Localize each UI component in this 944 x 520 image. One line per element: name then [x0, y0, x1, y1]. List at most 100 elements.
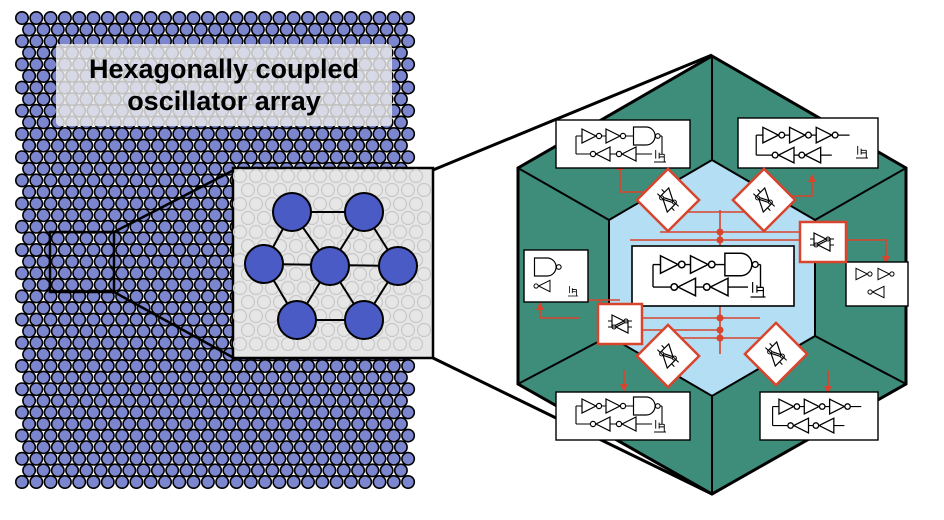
- oscillator-node: [100, 358, 115, 373]
- oscillator-node: [379, 416, 394, 431]
- oscillator-node: [29, 57, 44, 72]
- oscillator-node: [193, 254, 208, 269]
- oscillator-node: [43, 312, 58, 327]
- wire-junction: [716, 228, 724, 236]
- oscillator-node: [222, 393, 237, 408]
- inset-ring: [368, 238, 384, 254]
- oscillator-node: [22, 185, 37, 200]
- oscillator-node: [243, 474, 258, 489]
- oscillator-node: [150, 416, 165, 431]
- oscillator-node: [329, 150, 344, 165]
- oscillator-node: [365, 416, 380, 431]
- oscillator-node: [29, 451, 44, 466]
- oscillator-node: [86, 173, 101, 188]
- oscillator-node: [158, 11, 173, 25]
- oscillator-node: [172, 289, 187, 304]
- oscillator-node: [179, 22, 194, 37]
- oscillator-node: [86, 474, 101, 489]
- wire-junction: [716, 236, 724, 244]
- oscillator-node: [215, 474, 230, 489]
- oscillator-node: [200, 11, 215, 25]
- oscillator-node: [222, 416, 237, 431]
- oscillator-node: [93, 208, 108, 223]
- oscillator-node: [179, 416, 194, 431]
- oscillator-node: [43, 405, 58, 420]
- oscillator-node: [115, 150, 130, 165]
- oscillator-node: [158, 289, 173, 304]
- oscillator-node: [250, 440, 265, 455]
- oscillator-node: [115, 405, 130, 420]
- oscillator-node: [29, 196, 44, 211]
- oscillator-node: [343, 451, 358, 466]
- inset-ring: [256, 210, 272, 226]
- oscillator-node: [215, 289, 230, 304]
- inset-ring: [232, 280, 248, 296]
- oscillator-node: [108, 300, 123, 315]
- oscillator-node: [143, 451, 158, 466]
- ring-oscillator-top-left: [555, 119, 691, 169]
- zoom-line-bottom: [113, 290, 235, 360]
- oscillator-node: [386, 382, 401, 397]
- oscillator-node: [172, 405, 187, 420]
- oscillator-node: [29, 34, 44, 49]
- oscillator-node: [372, 382, 387, 397]
- title-line-1: Hexagonally coupled: [88, 54, 360, 84]
- oscillator-node: [393, 92, 408, 107]
- oscillator-node: [165, 463, 180, 478]
- oscillator-node: [293, 370, 308, 385]
- oscillator-node: [129, 358, 144, 373]
- inset-ring: [328, 168, 344, 184]
- oscillator-node: [36, 115, 51, 130]
- oscillator-node: [15, 405, 29, 420]
- oscillator-node: [365, 370, 380, 385]
- oscillator-node: [200, 289, 215, 304]
- oscillator-node: [93, 463, 108, 478]
- oscillator-node: [279, 416, 294, 431]
- oscillator-node: [93, 347, 108, 362]
- oscillator-node: [208, 208, 223, 223]
- oscillator-node: [250, 370, 265, 385]
- oscillator-node: [265, 393, 280, 408]
- inset-ring: [376, 336, 392, 352]
- oscillator-node: [50, 324, 65, 339]
- oscillator-node: [86, 266, 101, 281]
- oscillator-node: [343, 150, 358, 165]
- arrow-head: [808, 174, 816, 182]
- oscillator-node: [200, 196, 215, 211]
- oscillator-node: [172, 150, 187, 165]
- oscillator-node: [208, 254, 223, 269]
- oscillator-node: [100, 173, 115, 188]
- oscillator-node: [200, 312, 215, 327]
- oscillator-node: [172, 335, 187, 350]
- oscillator-node: [86, 289, 101, 304]
- oscillator-node: [401, 382, 416, 397]
- oscillator-node: [215, 127, 230, 142]
- zoom-line-top: [113, 168, 235, 234]
- oscillator-node: [243, 11, 258, 25]
- oscillator-node: [15, 34, 29, 49]
- oscillator-node: [50, 277, 65, 292]
- oscillator-node: [336, 463, 351, 478]
- oscillator-node: [172, 382, 187, 397]
- oscillator-node: [165, 347, 180, 362]
- oscillator-node: [108, 324, 123, 339]
- oscillator-node: [165, 138, 180, 153]
- inset-ring: [328, 308, 344, 324]
- oscillator-node: [322, 22, 337, 37]
- oscillator-node: [29, 11, 44, 25]
- oscillator-node: [108, 22, 123, 37]
- inset-ring: [416, 238, 432, 254]
- oscillator-node: [72, 173, 87, 188]
- oscillator-node: [322, 138, 337, 153]
- oscillator-node: [222, 370, 237, 385]
- oscillator-node: [143, 219, 158, 234]
- oscillator-node: [86, 127, 101, 142]
- selection-rectangle: [48, 230, 116, 294]
- oscillator-node: [79, 416, 94, 431]
- title-box: Hexagonally coupled oscillator array: [56, 44, 392, 126]
- oscillator-node: [265, 138, 280, 153]
- oscillator-node: [72, 428, 87, 443]
- ring-oscillator-bottom-left: [555, 391, 691, 441]
- oscillator-node: [193, 22, 208, 37]
- oscillator-node: [343, 382, 358, 397]
